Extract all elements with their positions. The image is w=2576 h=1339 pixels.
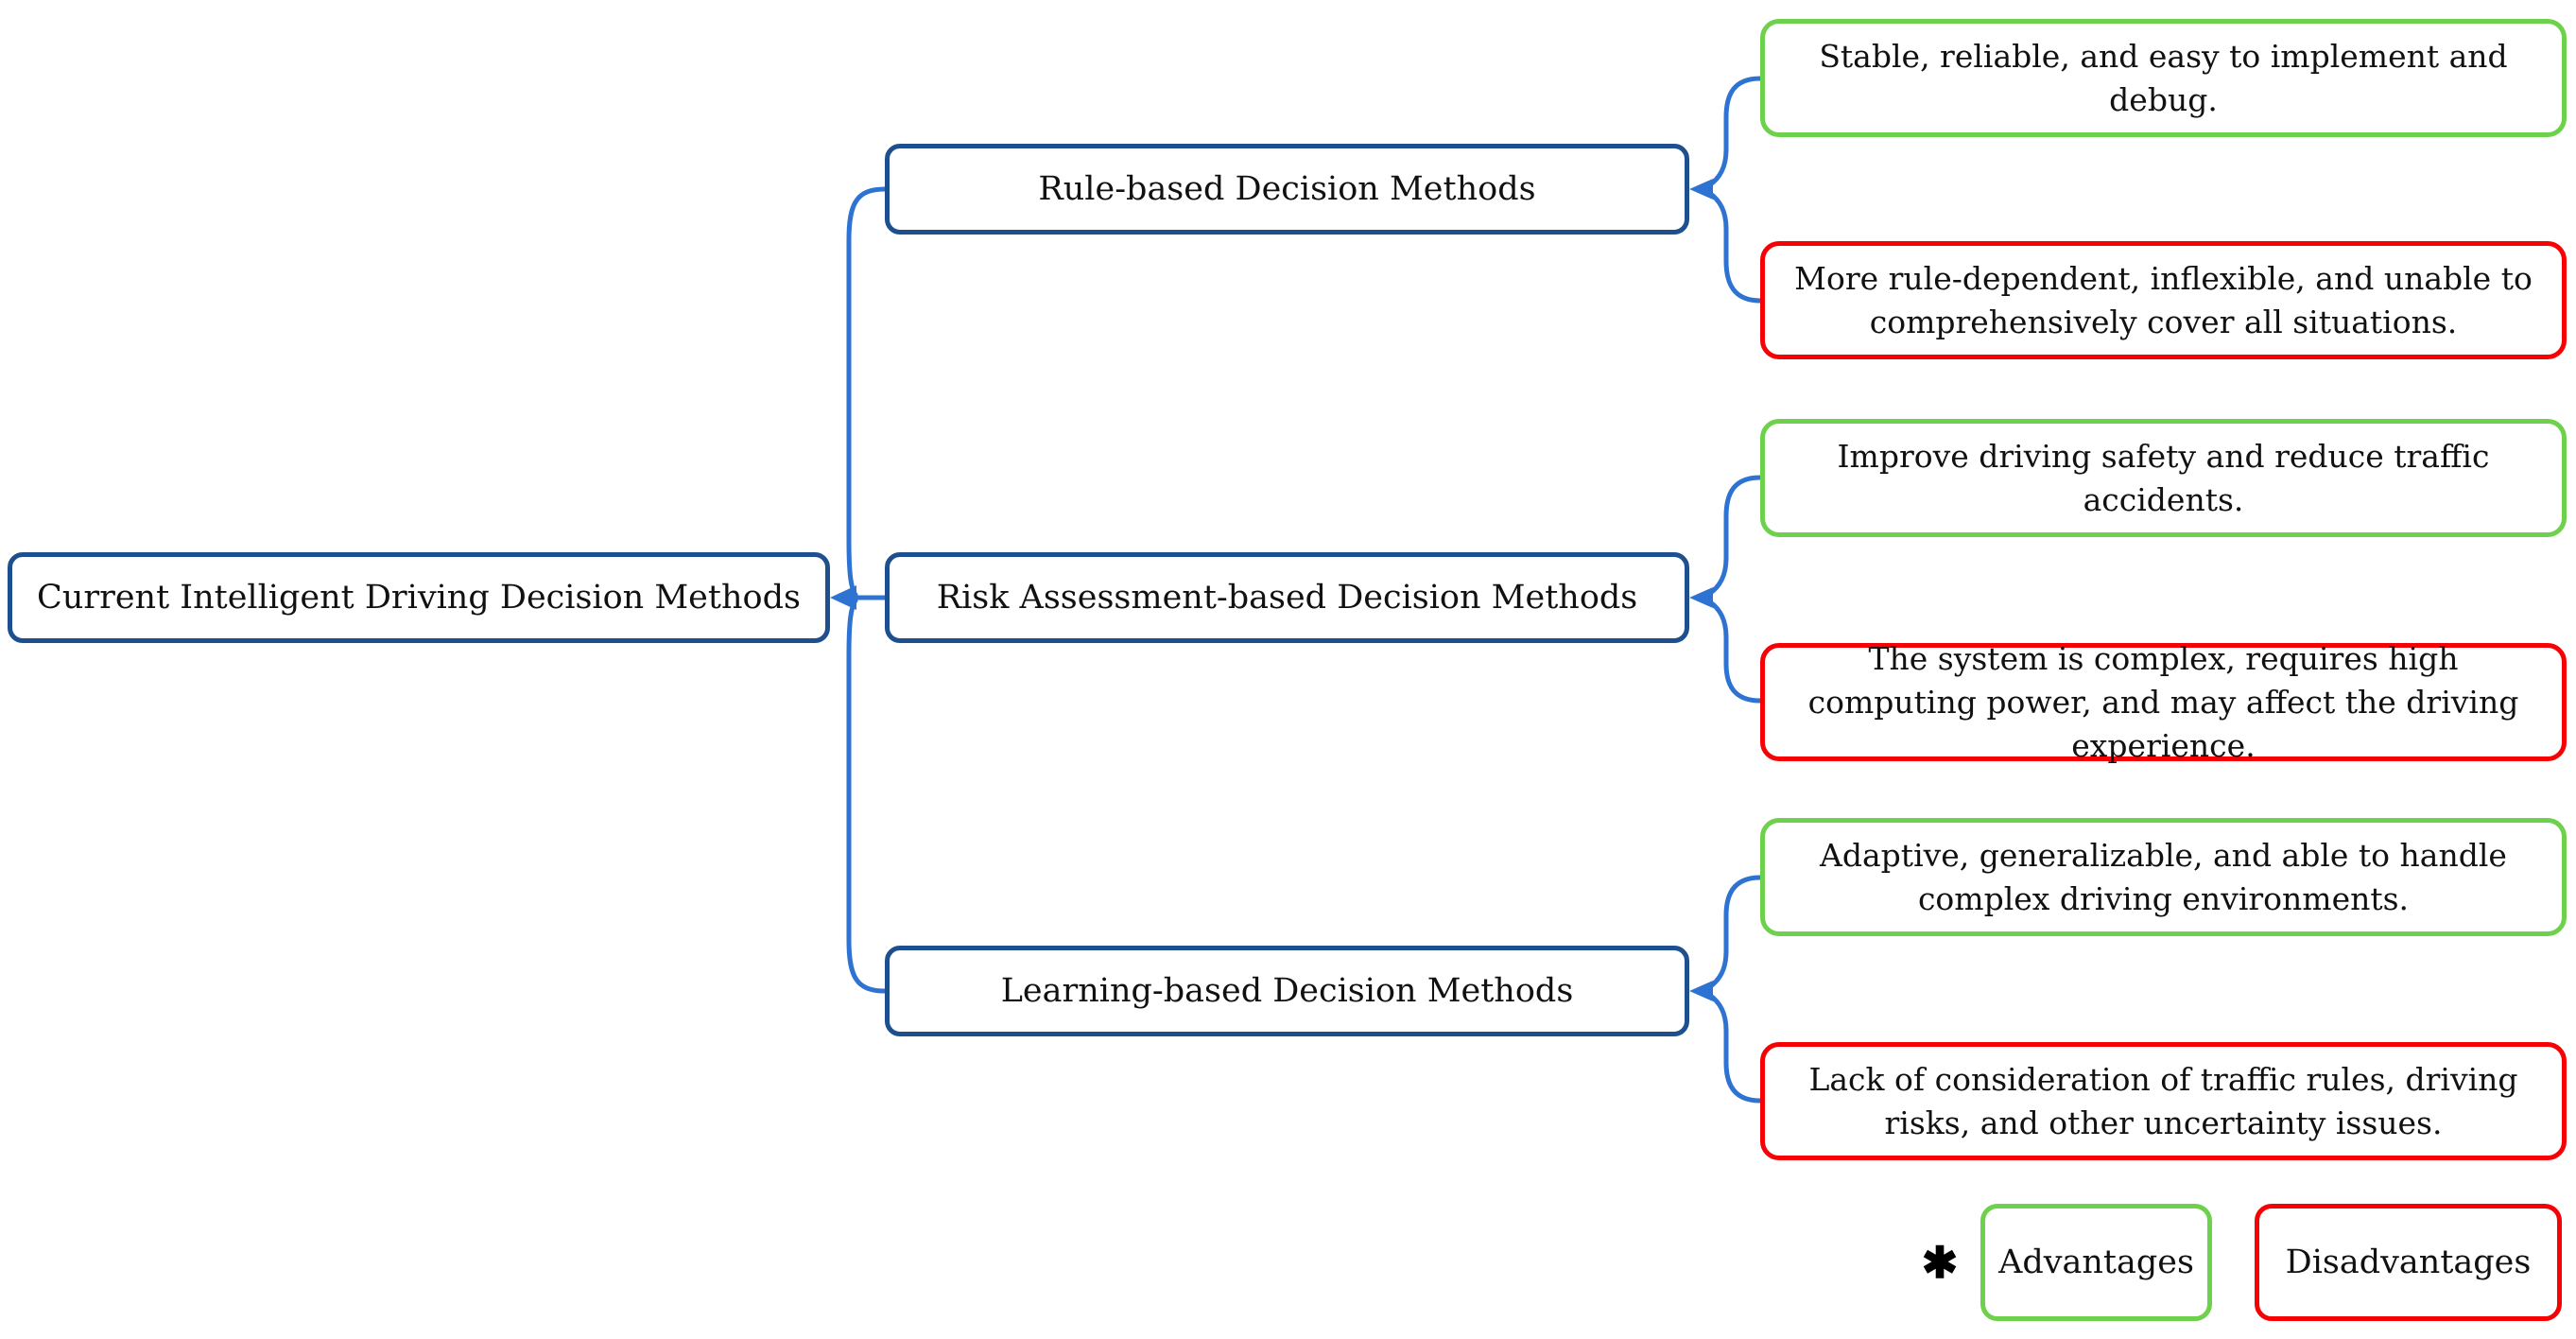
branch-node-learning-based: Learning-based Decision Methods bbox=[885, 946, 1689, 1036]
advantage-box-rule-based: Stable, reliable, and easy to implement … bbox=[1760, 19, 2567, 137]
legend-advantages-label: Advantages bbox=[1998, 1243, 2194, 1281]
advantage-box-learning-based: Adaptive, generalizable, and able to han… bbox=[1760, 818, 2567, 936]
advantage-box-risk-assessment: Improve driving safety and reduce traffi… bbox=[1760, 419, 2567, 537]
branch-node-learning-based-label: Learning-based Decision Methods bbox=[1000, 972, 1574, 1010]
branch-node-risk-assessment: Risk Assessment-based Decision Methods bbox=[885, 552, 1689, 643]
disadvantage-box-risk-assessment: The system is complex, requires high com… bbox=[1760, 640, 2567, 764]
connector-risk-to-disadvantage bbox=[1706, 599, 1763, 704]
disadvantage-box-risk-assessment-text: The system is complex, requires high com… bbox=[1807, 639, 2519, 764]
branch-node-risk-assessment-label: Risk Assessment-based Decision Methods bbox=[936, 579, 1638, 617]
disadvantage-box-rule-based: More rule-dependent, inflexible, and una… bbox=[1760, 241, 2567, 359]
connector-rule-to-advantage bbox=[1706, 76, 1763, 188]
disadvantage-box-learning-based-text: Lack of consideration of traffic rules, … bbox=[1808, 1060, 2518, 1141]
legend-disadvantages-label: Disadvantages bbox=[2285, 1243, 2532, 1281]
rule-arrow-icon bbox=[1689, 179, 1713, 200]
learning-arrow-icon bbox=[1689, 981, 1713, 1001]
legend-advantages-box: Advantages bbox=[1980, 1204, 2212, 1321]
advantage-box-rule-based-text: Stable, reliable, and easy to implement … bbox=[1819, 37, 2508, 118]
legend-asterisk-glyph: ✱ bbox=[1921, 1237, 1959, 1288]
connector-learning-to-advantage bbox=[1706, 875, 1763, 990]
advantage-box-learning-based-text: Adaptive, generalizable, and able to han… bbox=[1820, 836, 2507, 917]
disadvantage-box-learning-based: Lack of consideration of traffic rules, … bbox=[1760, 1042, 2567, 1160]
connector-root-to-learning bbox=[846, 598, 888, 994]
connector-rule-to-disadvantage bbox=[1706, 190, 1763, 304]
connector-root-to-rule bbox=[846, 186, 888, 598]
connector-risk-to-advantage bbox=[1706, 475, 1763, 597]
root-node-label: Current Intelligent Driving Decision Met… bbox=[37, 579, 801, 617]
risk-arrow-icon bbox=[1689, 587, 1713, 608]
branch-node-rule-based: Rule-based Decision Methods bbox=[885, 144, 1689, 235]
legend-disadvantages-box: Disadvantages bbox=[2255, 1204, 2562, 1321]
disadvantage-box-rule-based-text: More rule-dependent, inflexible, and una… bbox=[1794, 259, 2533, 340]
root-arrow-icon bbox=[830, 585, 856, 610]
advantage-box-risk-assessment-text: Improve driving safety and reduce traffi… bbox=[1837, 437, 2490, 518]
root-node: Current Intelligent Driving Decision Met… bbox=[8, 552, 830, 643]
legend-asterisk-icon: ✱ bbox=[1906, 1205, 1974, 1320]
branch-node-rule-based-label: Rule-based Decision Methods bbox=[1038, 170, 1536, 208]
connector-learning-to-disadvantage bbox=[1706, 992, 1763, 1104]
